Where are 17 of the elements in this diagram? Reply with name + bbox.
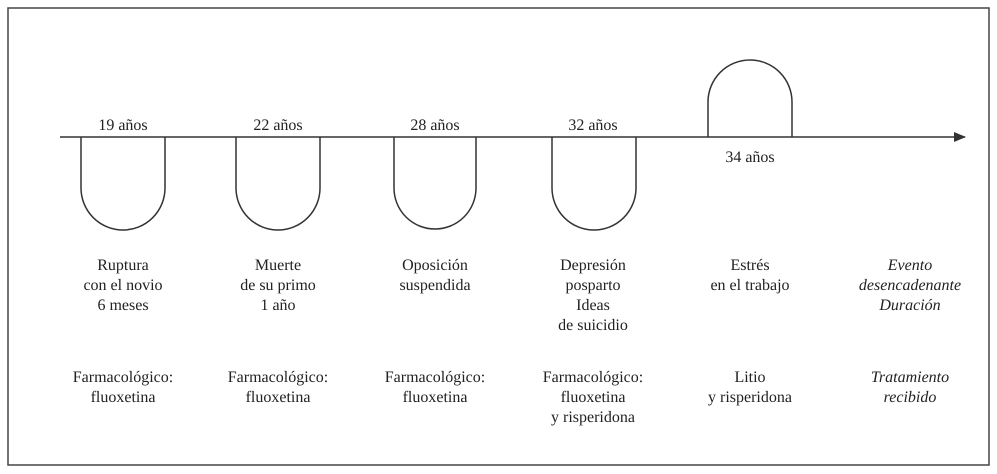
age-label: 22 años <box>252 116 304 136</box>
age-label: 19 años <box>97 116 149 136</box>
treatment-text: Litio y risperidona <box>707 368 793 408</box>
event-text: Oposición suspendida <box>398 256 472 296</box>
age-label: 28 años <box>409 116 461 136</box>
age-label: 34 años <box>724 148 776 168</box>
treatment-text: Farmacológico: fluoxetina y risperidona <box>542 368 644 428</box>
event-text: Estrés en el trabajo <box>709 256 791 296</box>
event-text: Depresión posparto Ideas de suicidio <box>557 256 629 336</box>
treatment-text: Farmacológico: fluoxetina <box>384 368 486 408</box>
treatment-text: Farmacológico: fluoxetina <box>72 368 174 408</box>
age-label: 32 años <box>567 116 619 136</box>
event-text: Ruptura con el novio 6 meses <box>82 256 164 316</box>
event-text: Muerte de su primo 1 año <box>239 256 317 316</box>
legend-text: Evento desencadenante Duración <box>858 256 962 316</box>
treatment-text: Farmacológico: fluoxetina <box>226 368 330 408</box>
legend-text: Tratamiento recibido <box>870 368 950 408</box>
